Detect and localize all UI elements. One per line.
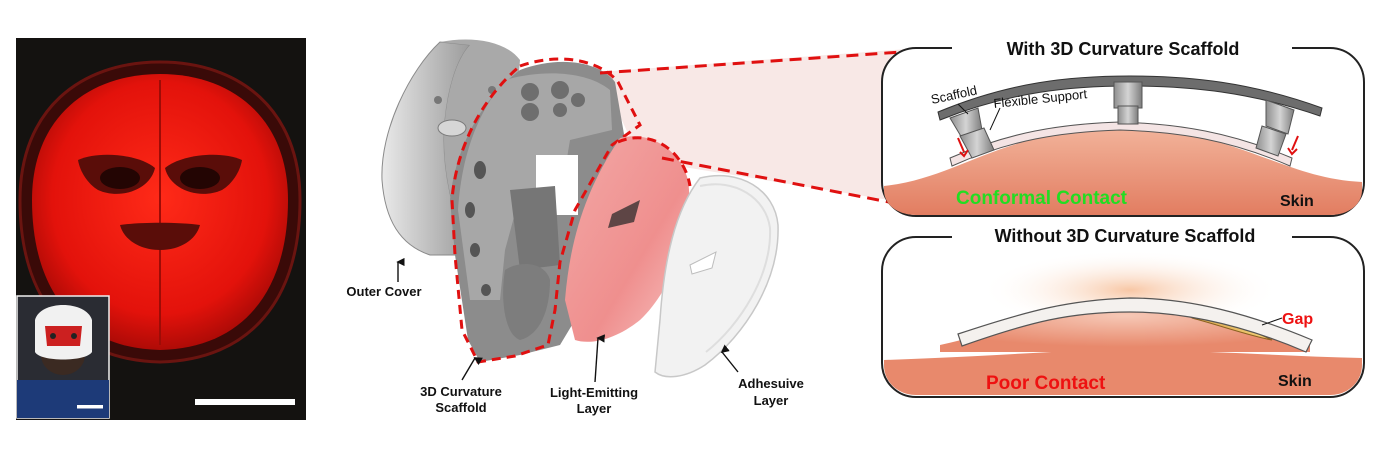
skin-surface-top xyxy=(884,128,1362,215)
with-scaffold-title: With 3D Curvature Scaffold xyxy=(1007,39,1240,59)
scale-bar xyxy=(195,399,295,405)
scaffold-dash-outline xyxy=(450,57,642,364)
label-outer-cover: Outer Cover xyxy=(346,284,421,299)
skin-surface-bottom xyxy=(884,350,1362,395)
label-skin-top: Skin xyxy=(1280,193,1314,210)
led-mask-photo xyxy=(16,38,306,420)
zoom-line-top xyxy=(599,48,931,75)
support-pillar-center xyxy=(1113,81,1143,125)
label-adhesive-line2: Layer xyxy=(754,393,789,408)
label-scaffold-line1: 3D Curvature xyxy=(420,384,502,399)
label-poor-contact: Poor Contact xyxy=(986,373,1106,394)
flexible-support-layer xyxy=(949,121,1293,167)
label-skin-bottom: Skin xyxy=(1278,373,1312,390)
label-scaffold-line2: Scaffold xyxy=(435,400,486,415)
support-pillar-right xyxy=(1255,99,1295,157)
without-scaffold-title: Without 3D Curvature Scaffold xyxy=(995,226,1256,246)
exploded-view: Outer Cover 3D Curvature Scaffold Light-… xyxy=(346,39,931,416)
label-adhesive-line1: Adhesuive xyxy=(738,376,804,391)
label-light-line2: Layer xyxy=(577,401,612,416)
mask-mouth xyxy=(120,222,200,250)
with-scaffold-panel: With 3D Curvature Scaffold Scaffold Flex… xyxy=(881,36,1365,217)
misaligned-layer xyxy=(957,297,1313,353)
inset-photo xyxy=(16,295,110,419)
label-light-line1: Light-Emitting xyxy=(550,385,638,400)
zoom-line-bottom xyxy=(661,156,931,212)
scaffold-arc xyxy=(937,75,1323,121)
without-scaffold-panel: Without 3D Curvature Scaffold Gap Poor C… xyxy=(881,224,1365,398)
light-emitting-layer xyxy=(565,136,692,342)
label-gap: Gap xyxy=(1282,311,1313,328)
label-conformal-contact: Conformal Contact xyxy=(956,188,1128,209)
adhesive-layer xyxy=(654,174,779,378)
